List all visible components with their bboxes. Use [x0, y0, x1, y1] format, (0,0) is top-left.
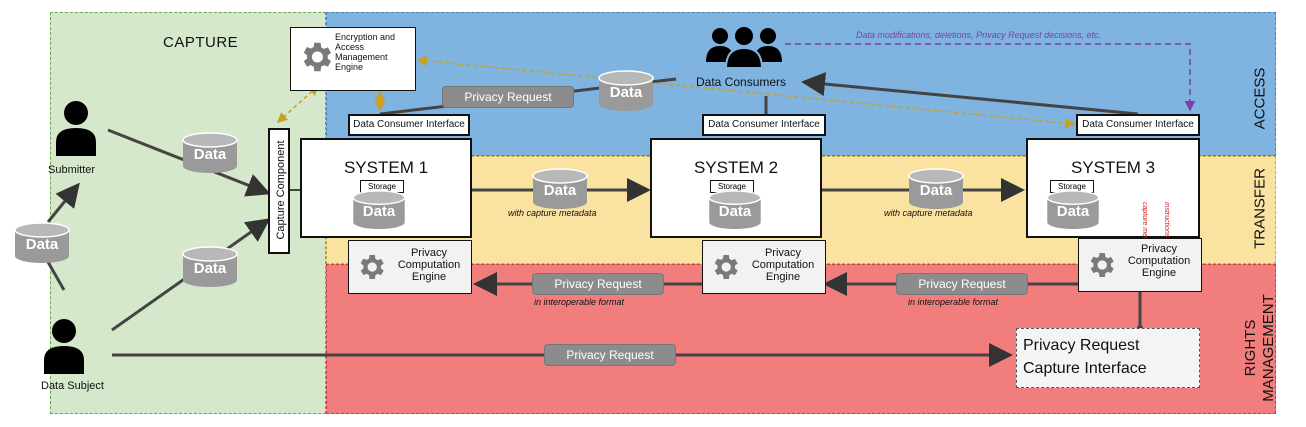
submitter-person-icon	[56, 100, 96, 156]
capture-component-label: Capture Component	[275, 140, 287, 240]
capture-component: Capture Component	[268, 128, 290, 254]
submitter-label: Submitter	[48, 164, 96, 176]
consumers-feedback-purple-arrow	[785, 43, 1196, 112]
encryption-engine-label: Encryption and Access Management Engine	[335, 32, 396, 72]
interoperable-caption-2: in interoperable format	[908, 297, 999, 307]
data-to-submitter-arrow	[46, 182, 80, 223]
system-1-data-cylinder: Data	[352, 190, 406, 230]
data-cylinder-subject: Data	[14, 222, 70, 264]
encryption-engine: Encryption and Access Management Engine	[290, 27, 416, 91]
data-cylinder-label: Data	[362, 203, 396, 220]
system-3-storage-label: Storage	[1050, 180, 1094, 193]
gear-icon	[297, 38, 335, 76]
system-3-title: SYSTEM 3	[1070, 158, 1156, 177]
system-2: SYSTEM 2 Storage Data	[650, 138, 822, 238]
transfer1-caption: with capture metadata	[508, 208, 597, 218]
privacy-computation-engine-1: Privacy Computation Engine	[348, 240, 472, 294]
instructions-annotation: instructions	[1132, 202, 1172, 237]
gear-icon	[355, 251, 387, 283]
gear-icon	[1085, 249, 1117, 281]
data-cylinder-data-subject: Data	[182, 246, 238, 288]
instructions-text: instructions	[1163, 202, 1170, 238]
pce-2-label: Privacy Computation Engine	[751, 247, 815, 283]
privacy-computation-engine-2: Privacy Computation Engine	[702, 240, 826, 294]
data-cylinder-submitter: Data	[182, 132, 238, 174]
prci-line-2: Capture Interface	[1023, 360, 1147, 377]
transfer2-caption: with capture metadata	[884, 208, 973, 218]
pce-1-label: Privacy Computation Engine	[397, 247, 461, 283]
interoperable-caption-1: in interoperable format	[534, 297, 625, 307]
privacy-request-pill-3-to-2: Privacy Request	[896, 273, 1028, 295]
capture-zone-label: CAPTURE	[163, 34, 239, 51]
encryption-dci3-gold-arrow	[416, 55, 1076, 129]
pce-3-label: Privacy Computation Engine	[1127, 243, 1191, 279]
prci-line-1: Privacy Request	[1023, 337, 1140, 354]
capture-encryption-gold-arrow	[276, 84, 320, 124]
data-consumer-interface-3: Data Consumer Interface	[1076, 114, 1200, 136]
data-cylinder-label: Data	[193, 260, 227, 277]
privacy-request-pill-2-to-1: Privacy Request	[532, 273, 664, 295]
data-consumers-group-icon	[704, 24, 784, 68]
data-subject-person-icon	[44, 318, 84, 374]
gear-icon	[709, 251, 741, 283]
privacy-request-pill-subject: Privacy Request	[544, 344, 676, 366]
data-cylinder-label: Data	[193, 146, 227, 163]
system-3-data-cylinder: Data	[1046, 190, 1100, 230]
system-1: SYSTEM 1 Storage Data	[300, 138, 472, 238]
system-2-title: SYSTEM 2	[693, 158, 779, 177]
data-cylinder-label: Data	[1056, 203, 1090, 220]
data-cylinder-label: Data	[609, 84, 643, 101]
system-3: SYSTEM 3 Storage Data capture metadata i…	[1026, 138, 1200, 256]
data-cylinder-label: Data	[718, 203, 752, 220]
data-cylinder-label: Data	[919, 182, 953, 199]
data-consumers-label: Data Consumers	[696, 75, 787, 89]
system-1-storage-label: Storage	[360, 180, 404, 193]
privacy-request-capture-interface: Privacy Request Capture Interface	[1016, 328, 1200, 388]
system-1-title: SYSTEM 1	[343, 158, 429, 177]
data-cylinder-access: Data	[598, 70, 654, 112]
dci3-to-consumers-arrow	[801, 72, 1139, 116]
data-consumer-interface-2: Data Consumer Interface	[702, 114, 826, 136]
system-2-data-cylinder: Data	[708, 190, 762, 230]
data-cylinder-transfer-2: Data	[908, 168, 964, 210]
privacy-computation-engine-3: Privacy Computation Engine	[1078, 238, 1202, 292]
data-cylinder-label: Data	[25, 236, 59, 253]
data-consumer-interface-1: Data Consumer Interface	[348, 114, 470, 136]
data-cylinder-label: Data	[543, 182, 577, 199]
data-subject-label: Data Subject	[41, 380, 104, 392]
subject-to-data-line	[46, 261, 66, 291]
data-cylinder-transfer-1: Data	[532, 168, 588, 210]
data-modifications-annotation: Data modifications, deletions, Privacy R…	[856, 30, 1102, 40]
privacy-request-access-pill: Privacy Request	[442, 86, 574, 108]
